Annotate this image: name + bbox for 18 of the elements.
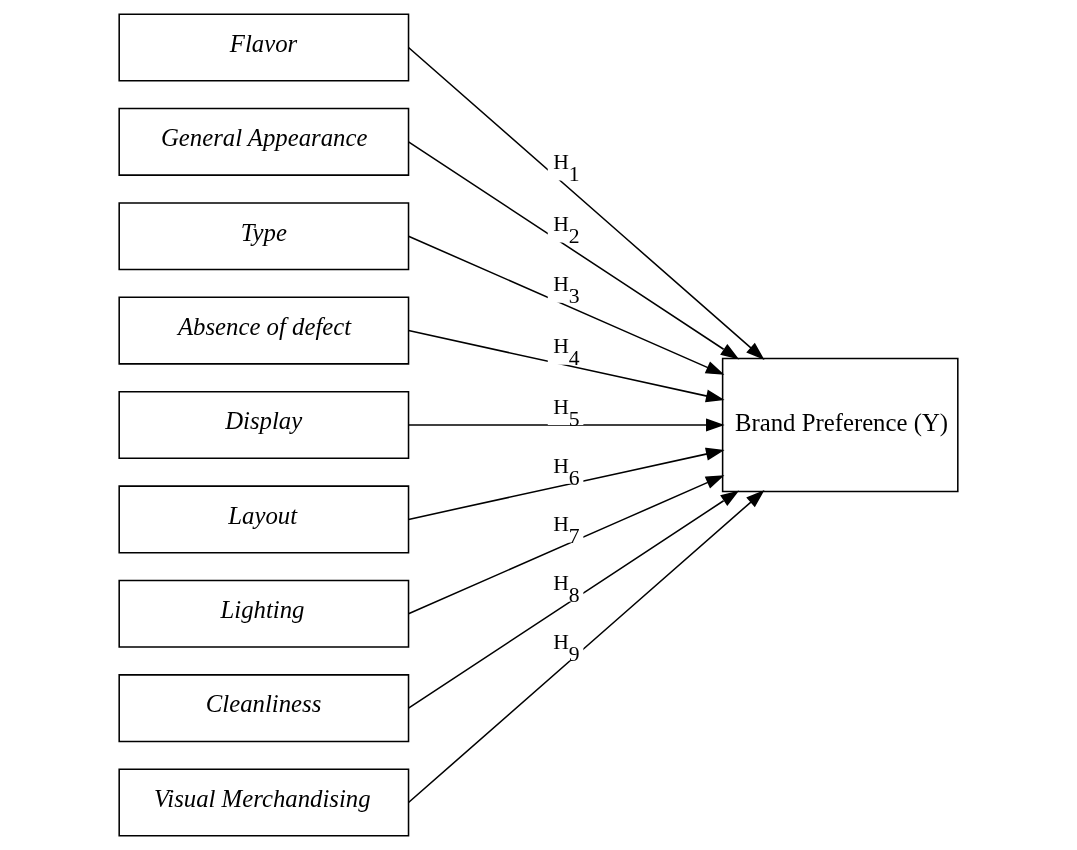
node-box: Layout <box>118 485 410 554</box>
arrow <box>407 46 765 360</box>
node-box: Flavor <box>118 13 410 82</box>
node-box: Visual Merchandising <box>118 768 410 837</box>
arrow <box>407 141 740 360</box>
arrow <box>407 447 725 521</box>
arrow <box>407 235 725 375</box>
arrow <box>407 475 725 615</box>
arrow <box>407 490 765 804</box>
node-box: Type <box>118 202 410 271</box>
node-box: Cleanliness <box>118 674 410 743</box>
node-box: Brand Preference (Y) <box>721 357 959 493</box>
node-box: Absence of defect <box>118 296 410 365</box>
node-box: Display <box>118 390 410 460</box>
arrow <box>407 418 725 432</box>
arrow <box>407 490 740 709</box>
node-box: General Appearance <box>118 107 410 176</box>
node-box: Lighting <box>118 579 410 648</box>
